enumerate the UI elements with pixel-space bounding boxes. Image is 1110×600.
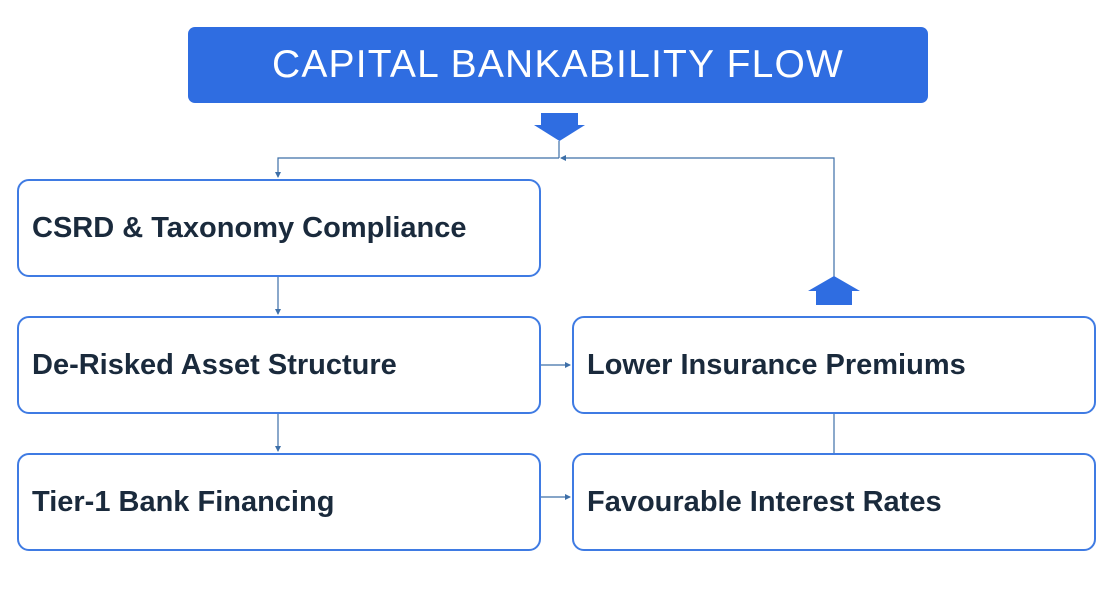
node-csrd-taxonomy-compliance: CSRD & Taxonomy Compliance bbox=[17, 179, 541, 277]
node-de-risked-asset-structure: De-Risked Asset Structure bbox=[17, 316, 541, 414]
node-tier1-bank-financing: Tier-1 Bank Financing bbox=[17, 453, 541, 551]
connector-junction-csrd bbox=[275, 157, 559, 178]
up-arrow-icon bbox=[808, 276, 860, 305]
connector-feedback-loop bbox=[560, 155, 835, 278]
node-favourable-interest-rates: Favourable Interest Rates bbox=[572, 453, 1096, 551]
down-arrow-icon bbox=[534, 113, 585, 141]
diagram-title: CAPITAL BANKABILITY FLOW bbox=[188, 27, 928, 103]
node-lower-insurance-premiums: Lower Insurance Premiums bbox=[572, 316, 1096, 414]
